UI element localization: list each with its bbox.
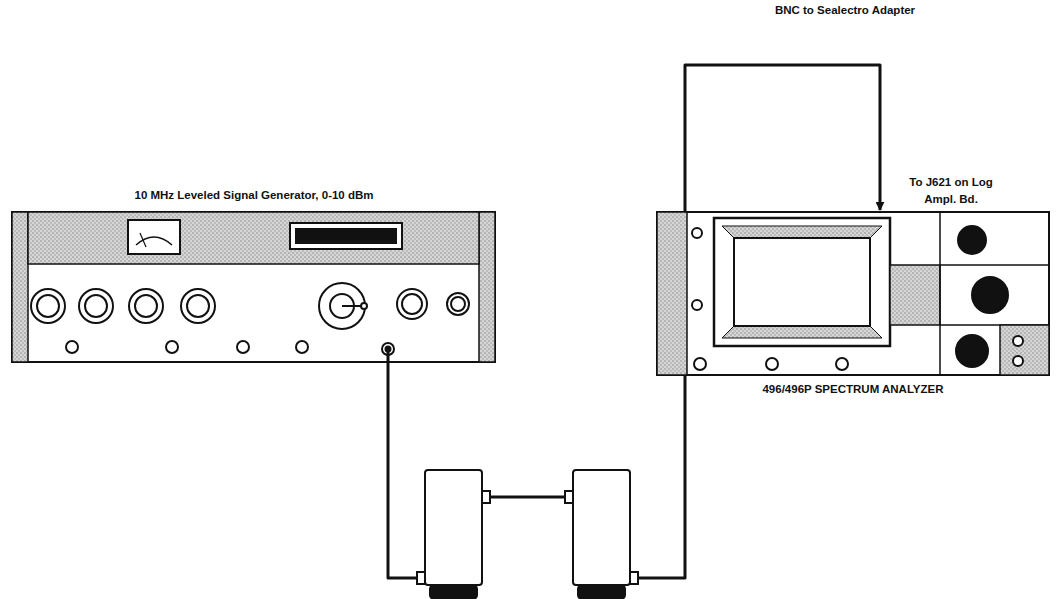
attenuator-pair bbox=[417, 470, 638, 599]
connection-note: To J621 on Log Ampl. Bd. bbox=[892, 174, 1010, 207]
equipment-label: 496/496P SPECTRUM ANALYZER bbox=[762, 382, 943, 398]
equipment-label: 10 MHz Leveled Signal Generator, 0-10 dB… bbox=[134, 188, 373, 204]
signal-generator-box: 10 MHz Leveled Signal Generator, 0-10 dB… bbox=[12, 188, 496, 362]
spectrum-analyzer bbox=[657, 212, 1049, 375]
spectrum-analyzer-box: 496/496P SPECTRUM ANALYZER bbox=[655, 210, 1051, 398]
signal-generator bbox=[12, 212, 495, 362]
adapter-note: BNC to Sealectro Adapter bbox=[730, 2, 960, 19]
